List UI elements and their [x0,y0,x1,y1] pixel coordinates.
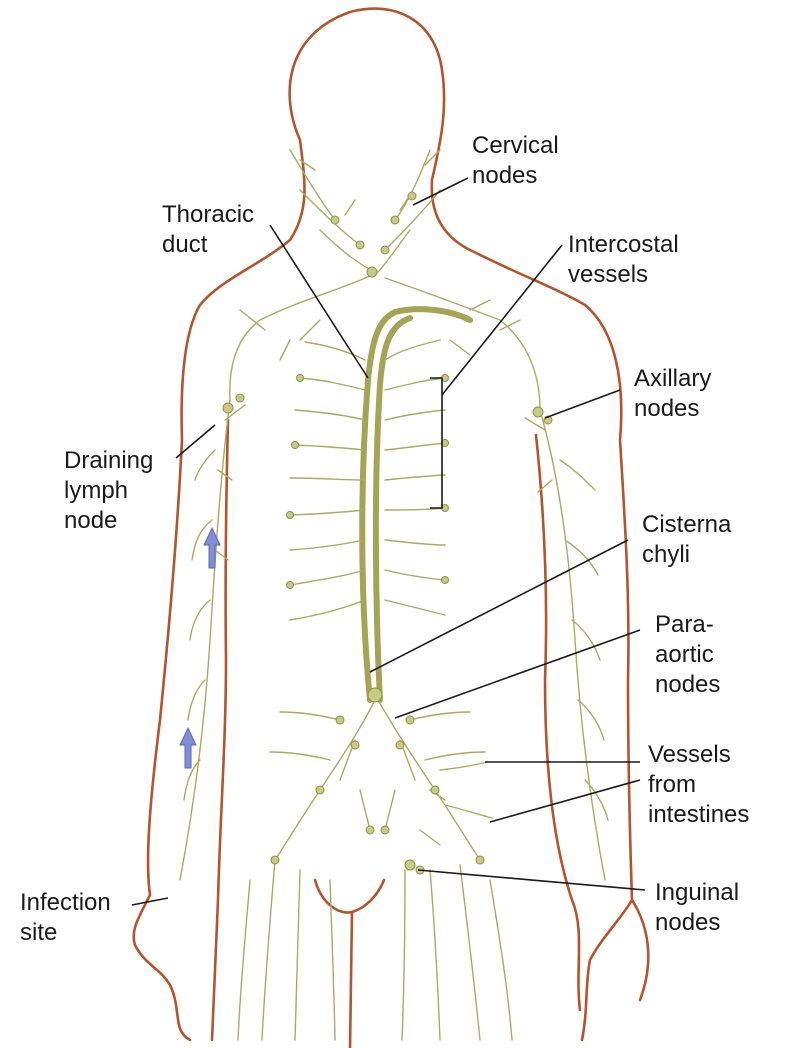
inguinal-leader [418,870,645,890]
flow-arrows [180,528,220,768]
label-cisterna-chyli: Cisterna chyli [642,511,738,568]
label-inguinal-nodes: Inguinal nodes [655,879,746,936]
lymph-node [367,267,377,277]
lymph-node [366,826,374,834]
lymph-node [381,826,389,834]
lymph-node [223,403,233,413]
lymph-node [356,241,364,249]
right-hand-outline [582,900,632,1040]
lymph-node [331,216,339,224]
lymph-node [287,512,294,519]
lymph-node [381,246,389,254]
infection-site-leader [132,898,168,905]
label-intercostal-vessels: Intercostal vessels [568,231,685,288]
lymph-node [292,442,299,449]
vessels-intestines-leader-2 [490,780,640,822]
lymph-node [396,741,404,749]
intercostal-left-vessels [290,342,365,620]
leg-vessels [238,860,512,1040]
label-axillary-nodes: Axillary nodes [634,365,718,422]
left-hand-outline [134,895,190,1040]
lymph-node [476,856,484,864]
lymph-node [408,192,416,200]
para-aortic-leader [395,630,640,718]
thoracic-duct-leader [270,225,368,378]
crotch-outline [315,880,384,913]
lymph-node [316,786,324,794]
abdominal-vessels [270,700,485,860]
label-infection-site: Infection site [20,889,117,946]
leg-divider-outline [350,912,352,1048]
axillary-leader [545,390,620,418]
cervical-vessels [290,150,440,272]
cisterna-chyli-node [368,688,382,702]
label-para-aortic-nodes: Para- aortic nodes [655,611,720,698]
body-outline [134,9,649,1048]
intercostal-vessels [385,340,445,615]
lymph-node [442,577,449,584]
inguinal-node [405,860,415,870]
cervical-leader [413,178,468,205]
lymph-node [297,375,304,382]
lymph-node [533,407,543,417]
lymph-nodes [223,192,552,874]
lymph-node [271,856,279,864]
head-neck-torso-outline [148,9,648,1000]
lymph-node [287,582,294,589]
label-draining-lymph-node: Draining lymph node [64,447,160,534]
left-arm-vessels [180,400,245,880]
right-arm-inner-outline [536,435,580,1010]
lymph-node [431,786,439,794]
intestinal-vessels [420,762,492,845]
up-arrow-icon [180,728,196,768]
lymph-node [391,216,399,224]
label-thoracic-duct: Thoracic duct [162,201,261,258]
lymph-node [351,741,359,749]
left-arm-inner-outline [212,420,228,1040]
label-cervical-nodes: Cervical nodes [472,132,565,189]
thoracic-duct-vessel-2 [376,318,410,700]
lymph-node [236,394,244,402]
intercostal-leader [442,245,562,395]
lymph-node [406,716,414,724]
label-vessels-from-intestines: Vessels from intestines [648,741,749,828]
lymph-node [336,716,344,724]
